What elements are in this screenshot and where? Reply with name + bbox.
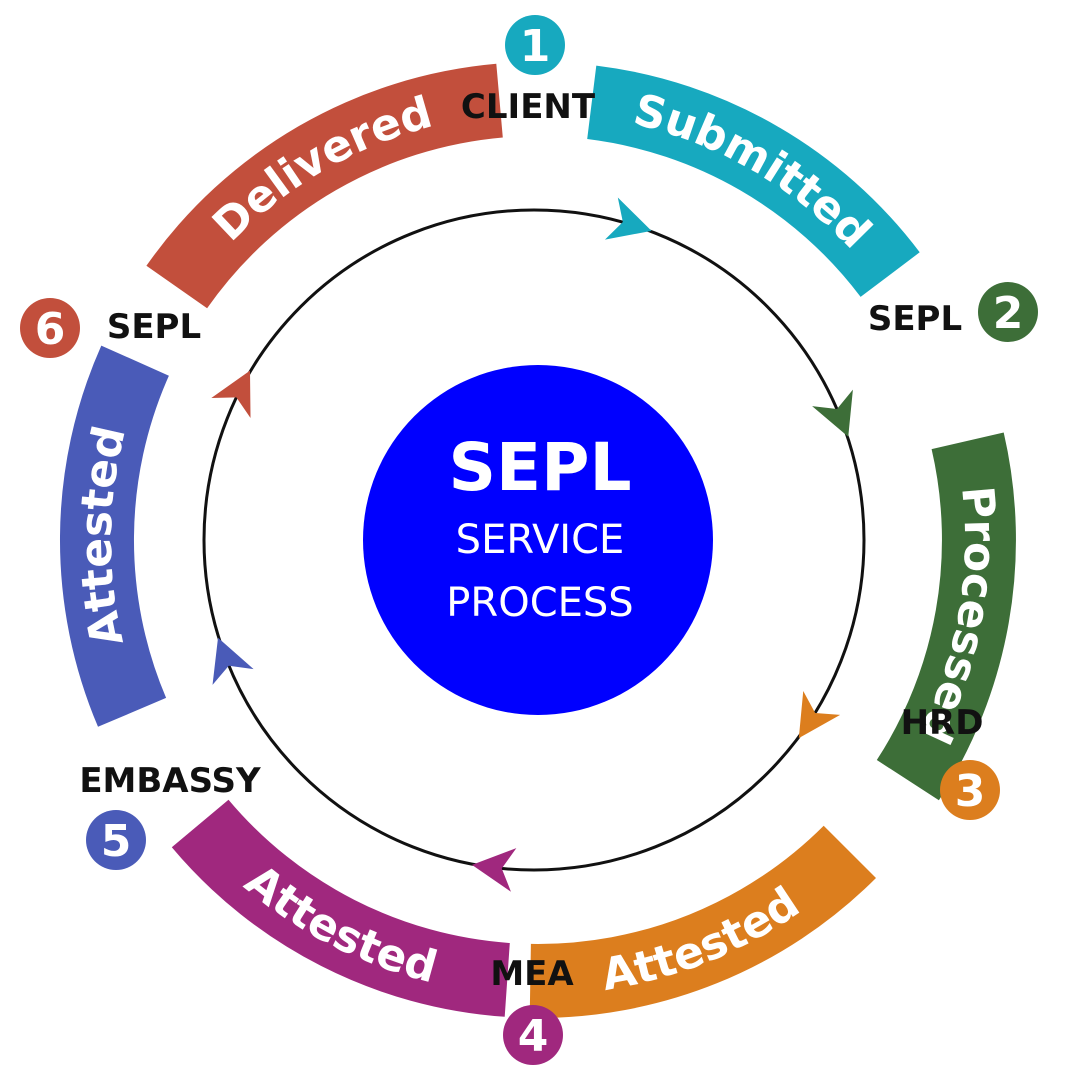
- node-labels: CLIENT SEPL HRD MEA EMBASSY SEPL: [79, 87, 983, 994]
- step-number-5: 5: [101, 816, 132, 867]
- arc-processed: [876, 432, 1016, 801]
- step-number-3: 3: [955, 766, 986, 817]
- arrow-icon: [212, 637, 254, 685]
- node-sepl-processing: SEPL: [868, 299, 962, 339]
- step-badge-1: [505, 15, 565, 75]
- center-circle: [363, 365, 713, 715]
- step-number-6: 6: [35, 304, 66, 355]
- arc-attested-hrd: [529, 825, 876, 1018]
- center-subtitle-line2: PROCESS: [446, 580, 633, 626]
- flow-arrows: [211, 197, 853, 892]
- node-hrd: HRD: [901, 703, 984, 743]
- arc-submitted: [587, 65, 920, 297]
- arrow-icon: [211, 370, 251, 419]
- step-badge-5: [86, 810, 146, 870]
- node-client: CLIENT: [461, 87, 596, 127]
- node-mea: MEA: [490, 954, 574, 994]
- node-sepl-delivery: SEPL: [107, 307, 201, 347]
- arrow-icon: [604, 197, 652, 240]
- step-badge-4: [503, 1005, 563, 1065]
- arrow-icon: [798, 690, 841, 739]
- step-number-1: 1: [520, 21, 551, 72]
- inner-ring: [202, 208, 866, 872]
- center-title: SEPL: [448, 429, 631, 506]
- step-badges: 1 2 3 4 5 6: [20, 15, 1038, 1065]
- arc-attested-embassy: [59, 345, 169, 727]
- node-embassy: EMBASSY: [79, 761, 261, 801]
- arc-attested-mea: [171, 799, 510, 1017]
- step-number-2: 2: [993, 288, 1024, 339]
- arc-segments: [59, 63, 1016, 1018]
- step-badge-6: [20, 298, 80, 358]
- arrow-icon: [471, 848, 517, 892]
- arc-label-submitted: Submitted: [629, 84, 881, 258]
- step-number-4: 4: [518, 1011, 549, 1062]
- arrow-icon: [812, 389, 853, 437]
- step-badge-2: [978, 282, 1038, 342]
- arc-delivered: [146, 63, 503, 309]
- step-badge-3: [940, 760, 1000, 820]
- center-subtitle-line1: SERVICE: [456, 517, 625, 563]
